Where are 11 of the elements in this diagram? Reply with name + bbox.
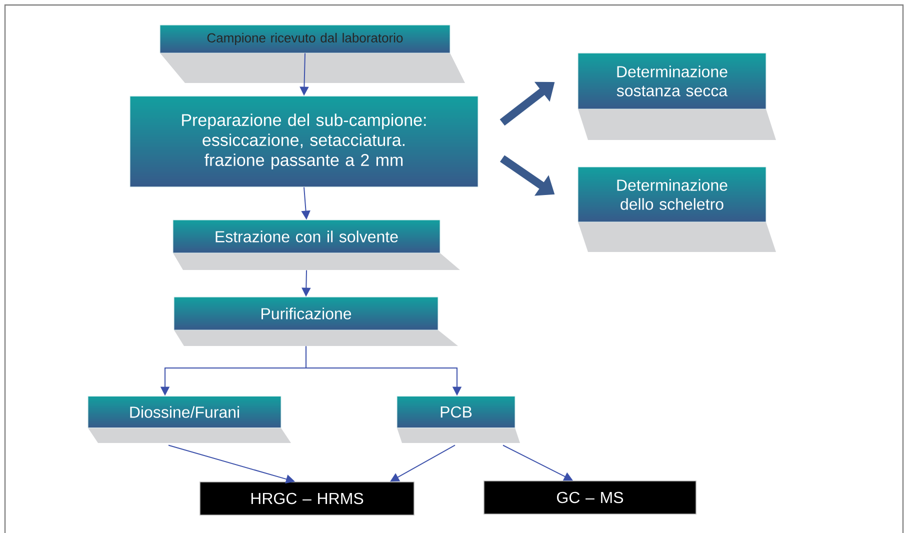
method-box: HRGC – HRMS (200, 482, 414, 516)
arrow (390, 444, 456, 482)
process-box: Estrazione con il solvente (172, 220, 440, 254)
process-box: Determinazione dello scheletro (578, 166, 766, 222)
process-box: Determinazione sostanza secca (578, 52, 766, 110)
process-box: Preparazione del sub-campione: essiccazione, setacciatura. frazione passante a 2 mm (130, 96, 478, 188)
process-box: PCB (396, 396, 516, 428)
process-box: Diossine/Furani (88, 396, 282, 428)
method-box: GC – MS (484, 480, 696, 514)
process-box: Campione ricevuto dal laboratorio (160, 24, 450, 54)
process-box: Purificazione (174, 296, 438, 330)
